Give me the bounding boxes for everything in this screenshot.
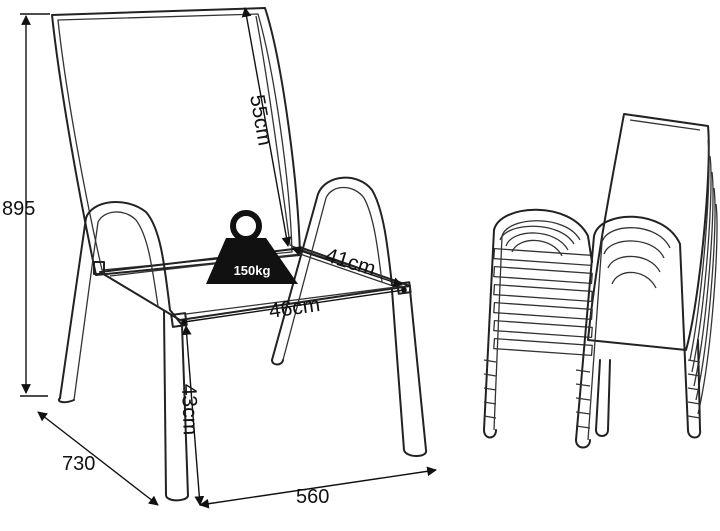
seat-depth-label: 41cm xyxy=(323,244,379,281)
weight-icon: 150kg xyxy=(206,210,298,284)
height-label: 895 xyxy=(2,198,35,220)
seat-height-label: 43cm xyxy=(177,383,202,435)
load-label: 150kg xyxy=(234,263,271,278)
stacked-chairs-drawing xyxy=(483,113,718,449)
width-label: 560 xyxy=(296,486,329,508)
backrest-label: 55cm xyxy=(245,93,277,148)
depth-label: 730 xyxy=(62,453,95,475)
seat-width-label: 46cm xyxy=(267,293,321,323)
dimension-lines xyxy=(20,7,437,509)
